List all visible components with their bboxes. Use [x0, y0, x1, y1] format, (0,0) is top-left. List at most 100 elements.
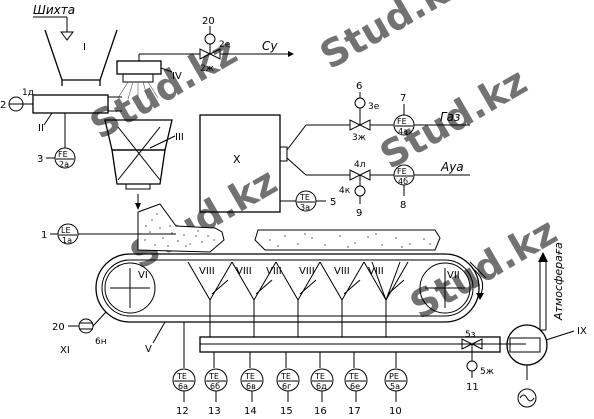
charge-label: Шихта	[33, 3, 75, 17]
drive-drum-numeral: VI	[138, 270, 148, 281]
charge-hopper: Шихта I	[33, 3, 118, 86]
bellows-2: VIII	[231, 261, 277, 337]
number-1: 1	[41, 230, 47, 241]
bellows-group: VIII VIII VIII VIII VIII	[187, 261, 409, 337]
tail-drum-numeral: VII	[447, 270, 460, 281]
feeder: 2 1д II FE 2а 3	[0, 88, 122, 169]
pe-5a-top: PE	[389, 372, 399, 381]
le-1a-top: LE	[61, 226, 71, 235]
bottom-instruments: TE 6а 12 TE 6б 13 TE 6в 14 TE 6г	[172, 368, 408, 417]
tag-4k: 4к	[339, 186, 351, 196]
te-6b-top: TE	[208, 372, 219, 381]
fe-4b-top: FE	[397, 167, 407, 176]
conveyor-belt	[95, 253, 480, 323]
te-6g-top: TE	[280, 372, 291, 381]
tag-5zh: 5ж	[480, 367, 494, 377]
te-6e-top: TE	[348, 372, 359, 381]
tag-4l: 4л	[354, 160, 365, 170]
collector-taps	[183, 322, 397, 368]
motor-numeral: XI	[60, 345, 70, 356]
sinter-bed	[254, 229, 441, 251]
bellows-4: VIII	[299, 261, 365, 337]
tag-3zh: 3ж	[352, 133, 366, 143]
instrument-te-6v: TE 6в 14	[240, 368, 264, 417]
air-label: Ауа	[440, 160, 464, 174]
te-6a-top: TE	[176, 372, 187, 381]
te-3a-top: TE	[299, 193, 310, 202]
exhauster: Атмосфераға IX	[506, 242, 587, 408]
fe-4b-sub: 4б	[398, 177, 408, 186]
number-17: 17	[348, 406, 361, 417]
sinter-machine: VI VII V	[95, 203, 487, 355]
le-1a-sub: 1а	[62, 236, 72, 245]
tag-2zh: 2ж	[200, 64, 214, 74]
gas-line: FE 4а Газ 7 6 3е 3ж	[306, 81, 470, 143]
tag-3e: 3е	[368, 102, 380, 112]
belt-numeral: V	[145, 344, 152, 355]
number-8: 8	[400, 200, 406, 211]
te-6e-sub: 6е	[350, 382, 360, 391]
number-7: 7	[400, 93, 406, 104]
bellows-label-1: VIII	[199, 266, 215, 277]
instrument-te-6g: TE 6г 15	[276, 368, 300, 417]
bellows-1: VIII	[187, 261, 233, 337]
water-valve: Су 20 2е 2ж	[199, 16, 294, 74]
level-sensor: LE 1а 1	[41, 223, 176, 245]
number-3: 3	[37, 154, 43, 165]
instrument-te-6e: TE 6е 17	[344, 368, 368, 417]
tag-2e: 2е	[219, 40, 231, 50]
instrument-te-6a: TE 6а 12	[172, 368, 196, 417]
atmosphere-label: Атмосфераға	[552, 242, 565, 321]
bellows-label-3: VIII	[266, 266, 282, 277]
drum-numeral: III	[175, 132, 184, 143]
drive-drum	[104, 262, 156, 314]
exhaust-valve: 11 5з 5ж	[461, 330, 494, 393]
te-6b-sub: 6б	[210, 382, 220, 391]
number-11: 11	[466, 382, 479, 393]
number-9: 9	[356, 208, 362, 219]
number-13: 13	[208, 406, 221, 417]
fe-4a-top: FE	[397, 117, 407, 126]
watermark-text-1: Stud.kz	[313, 0, 475, 78]
number-14: 14	[244, 406, 257, 417]
number-20-top: 20	[202, 16, 215, 27]
number-2: 2	[0, 100, 6, 111]
te-6v-top: TE	[244, 372, 255, 381]
instrument-te-6b: TE 6б 13	[204, 368, 228, 417]
number-15: 15	[280, 406, 293, 417]
bellows-label-6: VIII	[368, 266, 384, 277]
instrument-te-6d: TE 6д 16	[310, 368, 334, 417]
number-6: 6	[356, 81, 362, 92]
ignition-hearth: X TE 3а 5	[199, 114, 336, 213]
bellows-3: VIII	[266, 261, 321, 337]
air-line: FE 4б Ауа 8 9 4л 4к	[306, 160, 470, 219]
te-6a-sub: 6а	[178, 382, 188, 391]
te-3a-sub: 3а	[300, 203, 310, 212]
te-6d-top: TE	[314, 372, 325, 381]
tail-drum	[419, 262, 471, 314]
te-6g-sub: 6г	[282, 382, 291, 391]
hopper-numeral: I	[83, 42, 86, 53]
tag-5z: 5з	[465, 330, 476, 340]
gas-collector	[183, 322, 526, 368]
hearth-numeral: X	[233, 153, 241, 166]
distributor-numeral: IV	[172, 71, 182, 82]
drive-motor: 20 XI 6н	[52, 311, 107, 356]
instrument-pe-5a: PE 5а 10	[384, 368, 408, 417]
pe-5a-sub: 5а	[390, 382, 400, 391]
bellows-6: VIII	[368, 261, 401, 302]
fe-2a-top: FE	[58, 150, 68, 159]
watermark: Stud.kz Stud.kz Stud.kz Stud.kz Stud.kz	[83, 0, 565, 328]
pelletizing-drum: III	[104, 119, 184, 210]
bellows-label-5: VIII	[334, 266, 350, 277]
water-distributor: IV	[116, 53, 200, 100]
number-5: 5	[330, 197, 336, 208]
fe-4a-sub: 4а	[398, 127, 408, 136]
exhauster-numeral: IX	[577, 326, 587, 337]
number-12: 12	[176, 406, 189, 417]
fe-2a-sub: 2а	[59, 160, 69, 169]
gas-label: Газ	[440, 110, 460, 124]
te-6d-sub: 6д	[316, 382, 327, 391]
number-16: 16	[314, 406, 327, 417]
